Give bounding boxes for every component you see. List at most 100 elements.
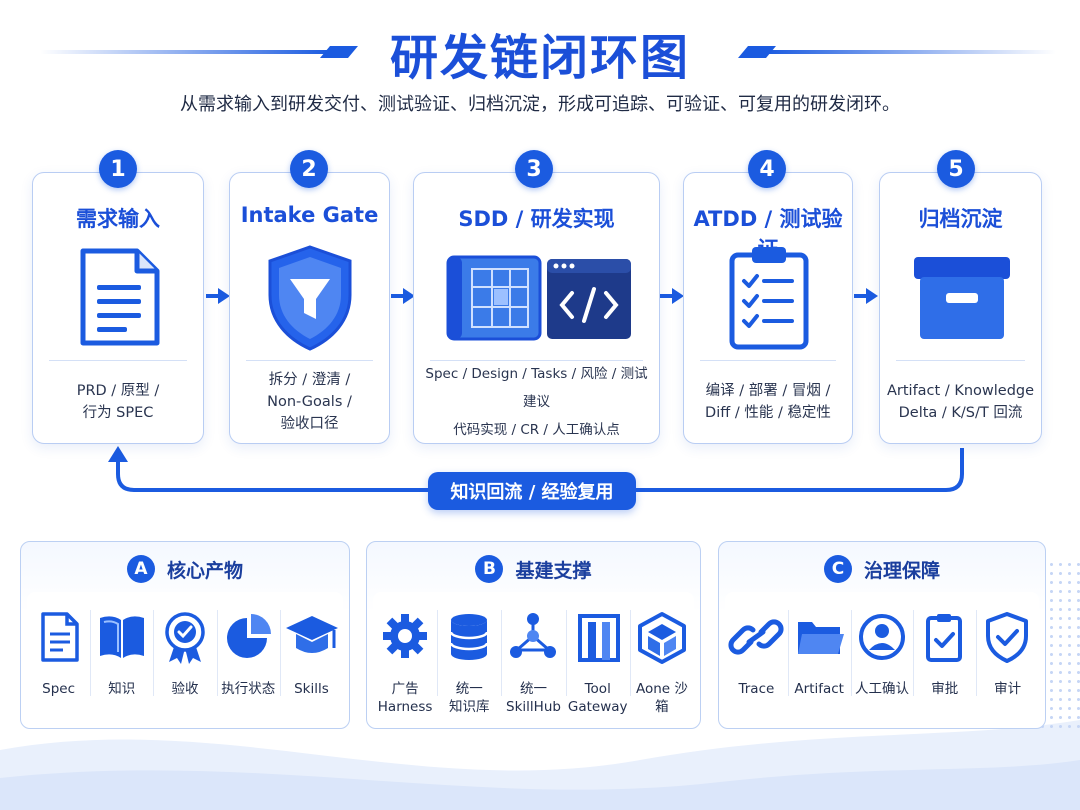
checklist-icon — [684, 243, 852, 353]
graduation-cap-icon — [280, 610, 343, 664]
item-approval: 审批 — [913, 592, 976, 720]
flow-arrow-icon — [391, 288, 415, 304]
panel-governance: C 治理保障 Trace Artifact 人工确认 审批 — [718, 541, 1046, 729]
step-description: Spec / Design / Tasks / 风险 / 测试建议 代码实现 /… — [425, 366, 648, 438]
panel-header: A 核心产物 — [21, 552, 349, 586]
step-card-intake-gate: Intake Gate 拆分 / 澄清 / Non-Goals / 验收口径 — [229, 172, 390, 444]
step-divider — [700, 360, 836, 361]
item-label: 执行状态 — [221, 681, 276, 697]
network-nodes-icon — [501, 610, 565, 664]
step-divider — [49, 360, 187, 361]
step-title: SDD / 研发实现 — [458, 207, 615, 231]
step-card-sdd: SDD / 研发实现 Spec / Design / Tasks / 风险 / … — [413, 172, 660, 444]
item-knowledge-base: 统一知识库 — [437, 592, 501, 720]
item-knowledge: 知识 — [90, 592, 153, 720]
panel-badge: C — [823, 555, 852, 583]
panel-items: Spec 知识 验收 执行状态 Skills — [27, 592, 343, 720]
item-skills: Skills — [279, 592, 343, 720]
step-card-requirements: 需求输入 PRD / 原型 / 行为 SPEC — [32, 172, 204, 444]
pie-chart-icon — [217, 610, 280, 664]
panel-title: 基建支撑 — [515, 559, 592, 582]
step-divider — [246, 360, 373, 361]
shield-check-icon — [976, 610, 1039, 664]
step-description: Artifact / Knowledge Delta / K/S/T 回流 — [886, 383, 1035, 421]
folder-icon — [788, 610, 851, 664]
step-description: PRD / 原型 / 行为 SPEC — [76, 383, 160, 421]
clipboard-check-icon — [913, 610, 976, 664]
spec-doc-icon — [27, 610, 90, 664]
item-label: 统一知识库 — [449, 681, 490, 715]
panel-badge: B — [475, 555, 504, 583]
item-artifact: Artifact — [787, 592, 851, 720]
step-card-archive: 归档沉淀 Artifact / Knowledge Delta / K/S/T … — [879, 172, 1042, 444]
item-audit: 审计 — [976, 592, 1039, 720]
knowledge-reflow-label: 知识回流 / 经验复用 — [428, 472, 636, 510]
item-label: 知识 — [108, 681, 136, 697]
panel-title: 核心产物 — [166, 559, 243, 582]
title-decoration-right — [738, 46, 1056, 58]
user-icon — [851, 610, 914, 664]
step-number-4: 4 — [748, 150, 786, 188]
archive-box-icon — [880, 243, 1041, 353]
panel-items: Trace Artifact 人工确认 审批 审计 — [725, 592, 1039, 720]
item-label: Trace — [738, 681, 775, 697]
flow-arrow-icon — [206, 288, 230, 304]
step-number-5: 5 — [937, 150, 975, 188]
header: 研发链闭环图 — [0, 14, 1080, 86]
panel-title: 治理保障 — [863, 559, 940, 582]
step-description: 拆分 / 澄清 / Non-Goals / 验收口径 — [267, 372, 352, 432]
step-number-3: 3 — [515, 150, 553, 188]
step-divider — [430, 360, 643, 361]
blueprint-code-icon — [414, 243, 659, 353]
item-label: 验收 — [171, 681, 199, 697]
item-spec: Spec — [27, 592, 90, 720]
link-icon — [725, 610, 788, 664]
database-icon — [437, 610, 501, 664]
funnel-shield-icon — [230, 243, 389, 353]
page-title: 研发链闭环图 — [389, 30, 690, 86]
gear-icon — [373, 610, 437, 664]
item-execution-status: 执行状态 — [216, 592, 280, 720]
step-number-1: 1 — [99, 150, 137, 188]
flow-arrow-icon — [660, 288, 684, 304]
panel-badge: A — [126, 555, 155, 583]
page-subtitle: 从需求输入到研发交付、测试验证、归档沉淀，形成可追踪、可验证、可复用的研发闭环。 — [180, 94, 900, 115]
book-icon — [90, 610, 153, 664]
item-aone-sandbox: Aone 沙箱 — [629, 592, 694, 720]
step-description: 编译 / 部署 / 冒烟 / Diff / 性能 / 稳定性 — [705, 383, 831, 421]
step-title: Intake Gate — [240, 203, 379, 227]
flow-arrow-icon — [854, 288, 878, 304]
item-label: Aone 沙箱 — [635, 681, 688, 715]
item-acceptance: 验收 — [153, 592, 216, 720]
award-badge-icon — [153, 610, 216, 664]
item-human-confirm: 人工确认 — [850, 592, 914, 720]
step-title: 归档沉淀 — [918, 207, 1003, 231]
title-decoration-left — [40, 46, 358, 58]
item-label: 审计 — [994, 681, 1022, 697]
gateway-door-icon — [566, 610, 630, 664]
panel-header: C 治理保障 — [719, 552, 1045, 586]
cube-icon — [630, 610, 694, 664]
item-label: 审批 — [931, 681, 959, 697]
step-divider — [896, 360, 1025, 361]
item-label: Artifact — [794, 681, 844, 697]
document-icon — [33, 243, 203, 353]
panel-header: B 基建支撑 — [367, 552, 700, 586]
item-label: 人工确认 — [854, 681, 909, 697]
item-trace: Trace — [725, 592, 788, 720]
step-title: 需求输入 — [76, 207, 160, 231]
item-label: Spec — [42, 681, 76, 697]
step-card-atdd: ATDD / 测试验证 编译 / 部署 / 冒烟 / Diff / 性能 / 稳… — [683, 172, 853, 444]
step-number-2: 2 — [290, 150, 328, 188]
panel-core-artifacts: A 核心产物 Spec 知识 验收 执行状态 — [20, 541, 350, 729]
background-wave — [0, 720, 1080, 810]
item-label: Skills — [294, 681, 329, 697]
